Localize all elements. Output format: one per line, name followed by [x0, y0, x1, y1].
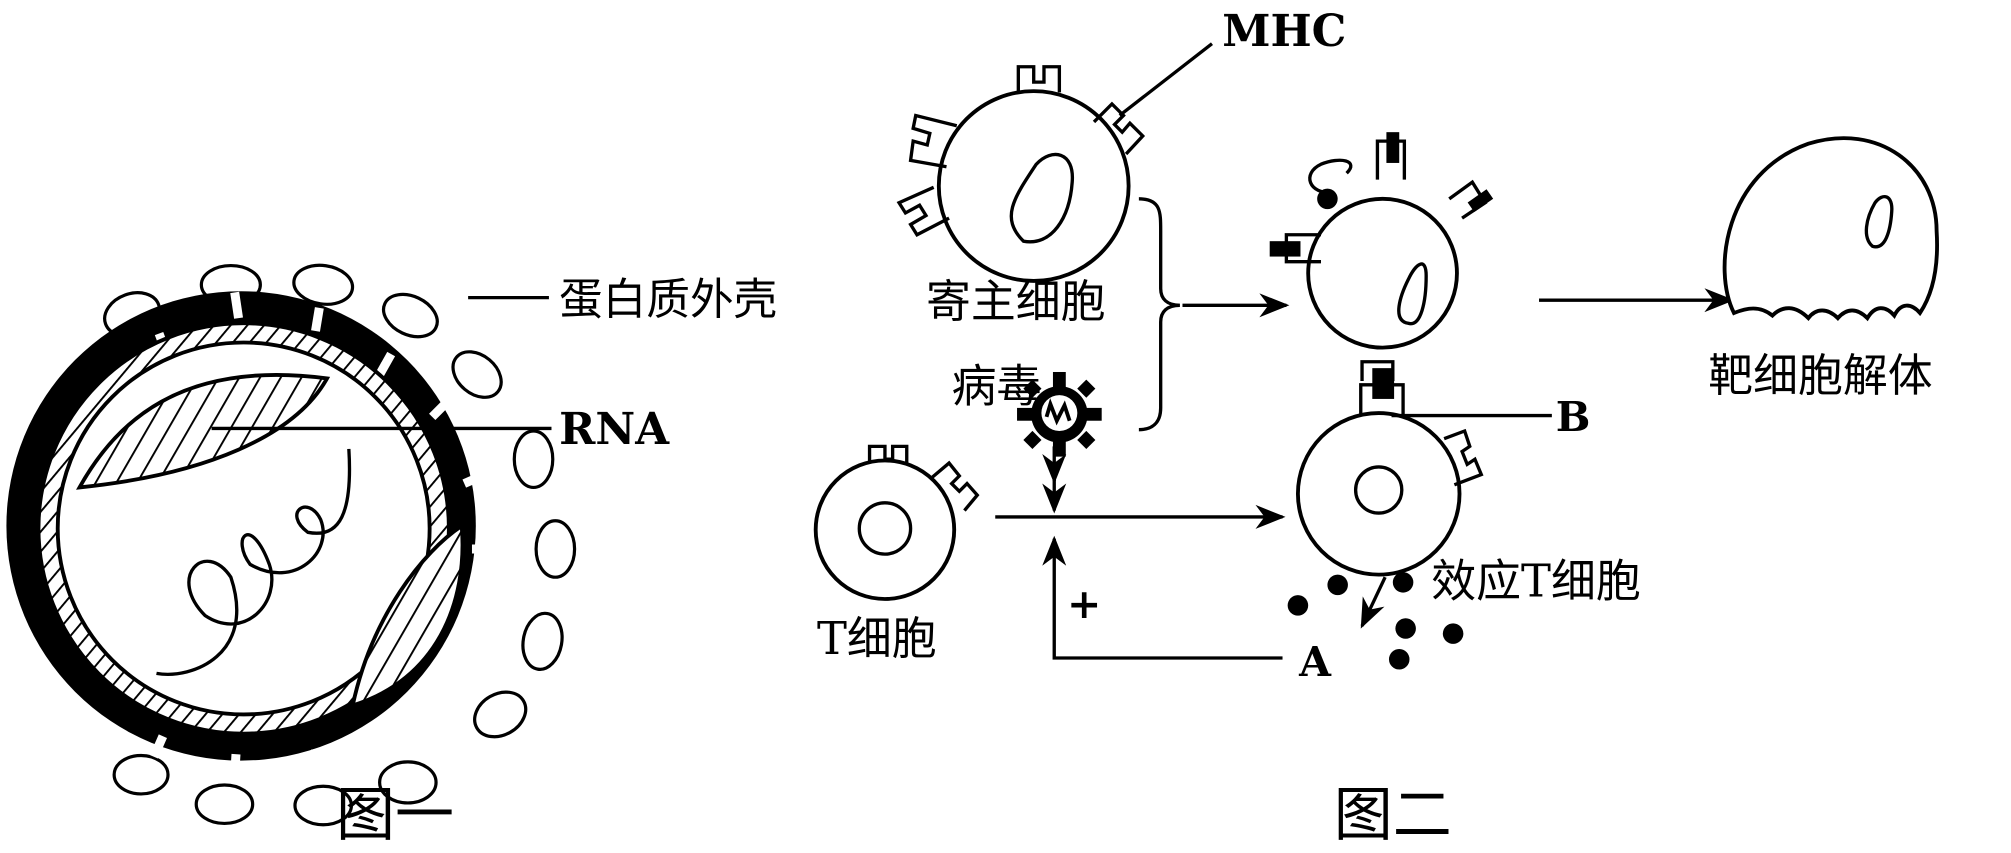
effector-t-cell: [1295, 360, 1484, 577]
infected-target-cell: [1269, 132, 1494, 350]
lysed-target-cell: [1722, 136, 1939, 322]
t-cell-label: T细胞: [817, 612, 937, 665]
rna-label: RNA: [559, 404, 670, 455]
host-cell: [896, 65, 1146, 283]
mhc-leader-line: [1118, 42, 1214, 117]
t-cell: [813, 444, 980, 601]
mhc-label: MHC: [1222, 6, 1346, 57]
marker-a-label: A: [1298, 637, 1332, 686]
grouping-brace: [1138, 197, 1180, 432]
protein-shell-label: 蛋白质外壳: [559, 275, 777, 325]
rna-strand: [156, 448, 352, 676]
host-cell-nucleus: [1009, 152, 1074, 244]
secretion-arrow: [1360, 576, 1387, 629]
target-cell-lysis-label: 靶细胞解体: [1708, 349, 1932, 402]
host-cell-label: 寄主细胞: [926, 275, 1106, 328]
secreted-molecules: [1287, 572, 1464, 670]
feedback-arrow-a: [1042, 535, 1283, 660]
host-cell-mhc-receptors: [896, 65, 1146, 237]
virus-label: 病毒: [952, 359, 1042, 412]
figure-one-caption: 图一: [336, 780, 454, 849]
virus-icon: [1017, 371, 1102, 457]
plus-sign: +: [1067, 579, 1101, 628]
capsid-hatched-region-bottom: [350, 522, 465, 709]
effector-t-cell-label: 效应T细胞: [1431, 554, 1640, 607]
marker-b-label: B: [1556, 392, 1591, 441]
capsid-hatched-region-top: [76, 373, 331, 490]
figure-two-caption: 图二: [1334, 780, 1452, 849]
virus-particle-diagram: [6, 263, 577, 827]
